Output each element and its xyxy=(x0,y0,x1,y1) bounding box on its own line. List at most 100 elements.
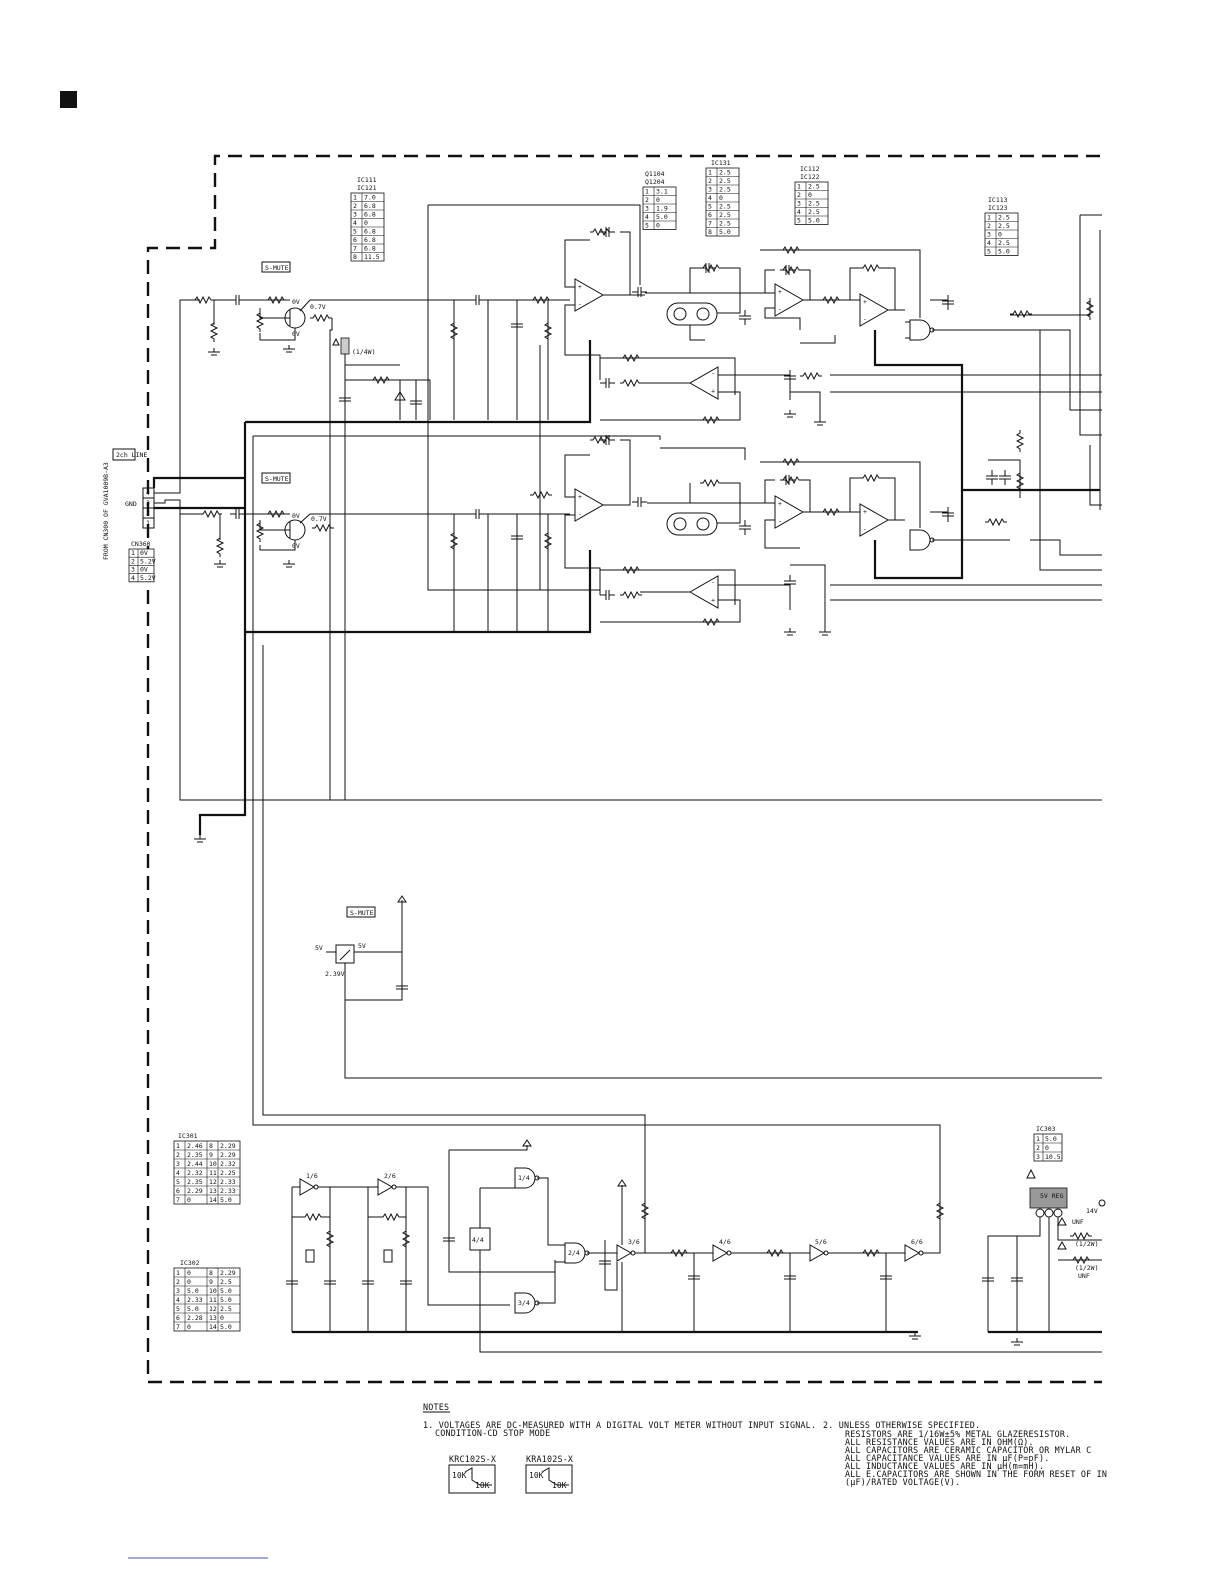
table-cell: 2 xyxy=(176,1151,180,1159)
table-cell: 7 xyxy=(708,220,712,228)
volt-07v-b: 0.7V xyxy=(311,515,327,523)
table-cell: 0 xyxy=(187,1269,191,1277)
table-title: IC112 xyxy=(800,165,820,173)
note-2g: ALL E.CAPACITORS ARE SHOWN IN THE FORM R… xyxy=(845,1469,1107,1479)
kra-name: KRA102S-X xyxy=(526,1454,573,1464)
table-cell: 2.5 xyxy=(808,200,820,208)
table-cell: 2.5 xyxy=(719,186,731,194)
table-cell: 2.5 xyxy=(719,169,731,177)
table-cell: 5.0 xyxy=(220,1196,232,1204)
table-cell: 2.35 xyxy=(187,1151,203,1159)
table-cell: 0 xyxy=(187,1278,191,1286)
table-cell: 7.0 xyxy=(364,194,376,202)
cn-pin-2: 2 xyxy=(146,509,150,517)
table-cell: 2.46 xyxy=(187,1142,203,1150)
fuse-note: (1/4W) xyxy=(352,348,375,356)
note-2a: 2. UNLESS OTHERWISE SPECIFIED. xyxy=(823,1420,980,1430)
table-title: IC111 xyxy=(357,176,377,184)
table-cell: 11.5 xyxy=(364,253,380,261)
table-cell: 5.0 xyxy=(808,217,820,225)
table-cell: 5 xyxy=(353,228,357,236)
table-cell: 8 xyxy=(209,1269,213,1277)
table-cell: 6 xyxy=(176,1314,180,1322)
table-cell: 1 xyxy=(987,214,991,222)
gate-inv-6: 6/6 xyxy=(911,1238,923,1246)
gate-inv-2: 2/6 xyxy=(384,1172,396,1180)
note-2f: ALL INDUCTANCE VALUES ARE IN μH(m=mH). xyxy=(845,1461,1044,1471)
label-unf-1: UNF xyxy=(1072,1218,1084,1226)
table-cell: 3 xyxy=(353,211,357,219)
table-cell: 13 xyxy=(209,1314,217,1322)
table-title: CN360 xyxy=(131,540,151,548)
table-cell: 6.8 xyxy=(364,211,376,219)
s-mute-label-1: S-MUTE xyxy=(265,264,289,272)
table-cell: 3 xyxy=(1036,1153,1040,1161)
table-cell: 2.5 xyxy=(808,208,820,216)
table-cell: 5.0 xyxy=(220,1287,232,1295)
table-cell: 5 xyxy=(797,217,801,225)
table-cell: 3 xyxy=(176,1160,180,1168)
note-1a: 1. VOLTAGES ARE DC-MEASURED WITH A DIGIT… xyxy=(423,1420,816,1430)
table-cell: 7 xyxy=(353,245,357,253)
table-cell: 3 xyxy=(708,186,712,194)
transistor-kra: KRA102S-X 10K 10K xyxy=(525,1454,573,1494)
fuse-resistor xyxy=(340,337,350,355)
note-2h: (μF)/RATED VOLTAGE(V). xyxy=(845,1477,960,1487)
table-cell: 1 xyxy=(797,183,801,191)
table-cell: 5.0 xyxy=(187,1287,199,1295)
board-outline xyxy=(146,154,1102,1384)
section-marker xyxy=(60,91,77,108)
notes-heading: NOTES xyxy=(423,1402,449,1412)
table-cell: 2.29 xyxy=(187,1187,203,1195)
cn-pin-4: 4 xyxy=(146,489,150,497)
table-cell: 9 xyxy=(209,1151,213,1159)
table-title: Q1104 xyxy=(645,170,665,178)
table-cell: 2.44 xyxy=(187,1160,203,1168)
from-cn-label: FROM CN300 OF GVA1009B-A3 xyxy=(102,462,110,560)
table-cell: 6.8 xyxy=(364,245,376,253)
gnd-label: GND xyxy=(125,500,137,508)
krc-name: KRC102S-X xyxy=(449,1454,496,1464)
table-cell: 5.2V xyxy=(140,557,156,565)
table-cell: 0 xyxy=(656,222,660,230)
krc-r1: 10K xyxy=(452,1471,467,1480)
cn-pin-3: 3 xyxy=(146,499,150,507)
ground-bus: (1/4W) xyxy=(152,204,1102,1200)
table-cell: 7 xyxy=(176,1196,180,1204)
table-cell: 0 xyxy=(656,196,660,204)
s-mute-label-2: S-MUTE xyxy=(265,475,289,483)
table-cell: 2.5 xyxy=(998,222,1010,230)
label-unf-2: UNF xyxy=(1078,1272,1090,1280)
table-cell: 2.5 xyxy=(998,239,1010,247)
table-cell: 4 xyxy=(708,194,712,202)
table-cell: 2.28 xyxy=(187,1314,203,1322)
2ch-line-label: 2ch LINE xyxy=(116,451,147,459)
table-cell: 2 xyxy=(131,557,135,565)
table-cell: 3 xyxy=(987,231,991,239)
table-title: IC123 xyxy=(988,204,1008,212)
table-title: IC301 xyxy=(178,1132,198,1140)
note-2c: ALL RESISTANCE VALUES ARE IN OHM(Ω). xyxy=(845,1437,1034,1447)
table-cell: 0 xyxy=(1045,1144,1049,1152)
table-cell: 1.9 xyxy=(656,205,668,213)
gate-nand-1: 1/4 xyxy=(518,1174,530,1182)
table-cell: 0 xyxy=(220,1314,224,1322)
table-title: IC302 xyxy=(180,1259,200,1267)
table-title: IC122 xyxy=(800,173,820,181)
notes-section: NOTES 1. VOLTAGES ARE DC-MEASURED WITH A… xyxy=(423,1402,1107,1487)
volt-0v-a: 0V xyxy=(292,298,300,306)
table-cell: 2 xyxy=(645,196,649,204)
note-2d: ALL CAPACITORS ARE CERAMIC CAPACITOR OR … xyxy=(845,1445,1091,1455)
table-cell: 11 xyxy=(209,1169,217,1177)
table-cell: 1 xyxy=(131,549,135,557)
gate-inv-5: 5/6 xyxy=(815,1238,827,1246)
table-cell: 1 xyxy=(353,194,357,202)
table-cell: 2 xyxy=(797,191,801,199)
table-cell: 14 xyxy=(209,1196,217,1204)
gate-inv-4: 4/6 xyxy=(719,1238,731,1246)
table-cell: 9 xyxy=(209,1278,213,1286)
